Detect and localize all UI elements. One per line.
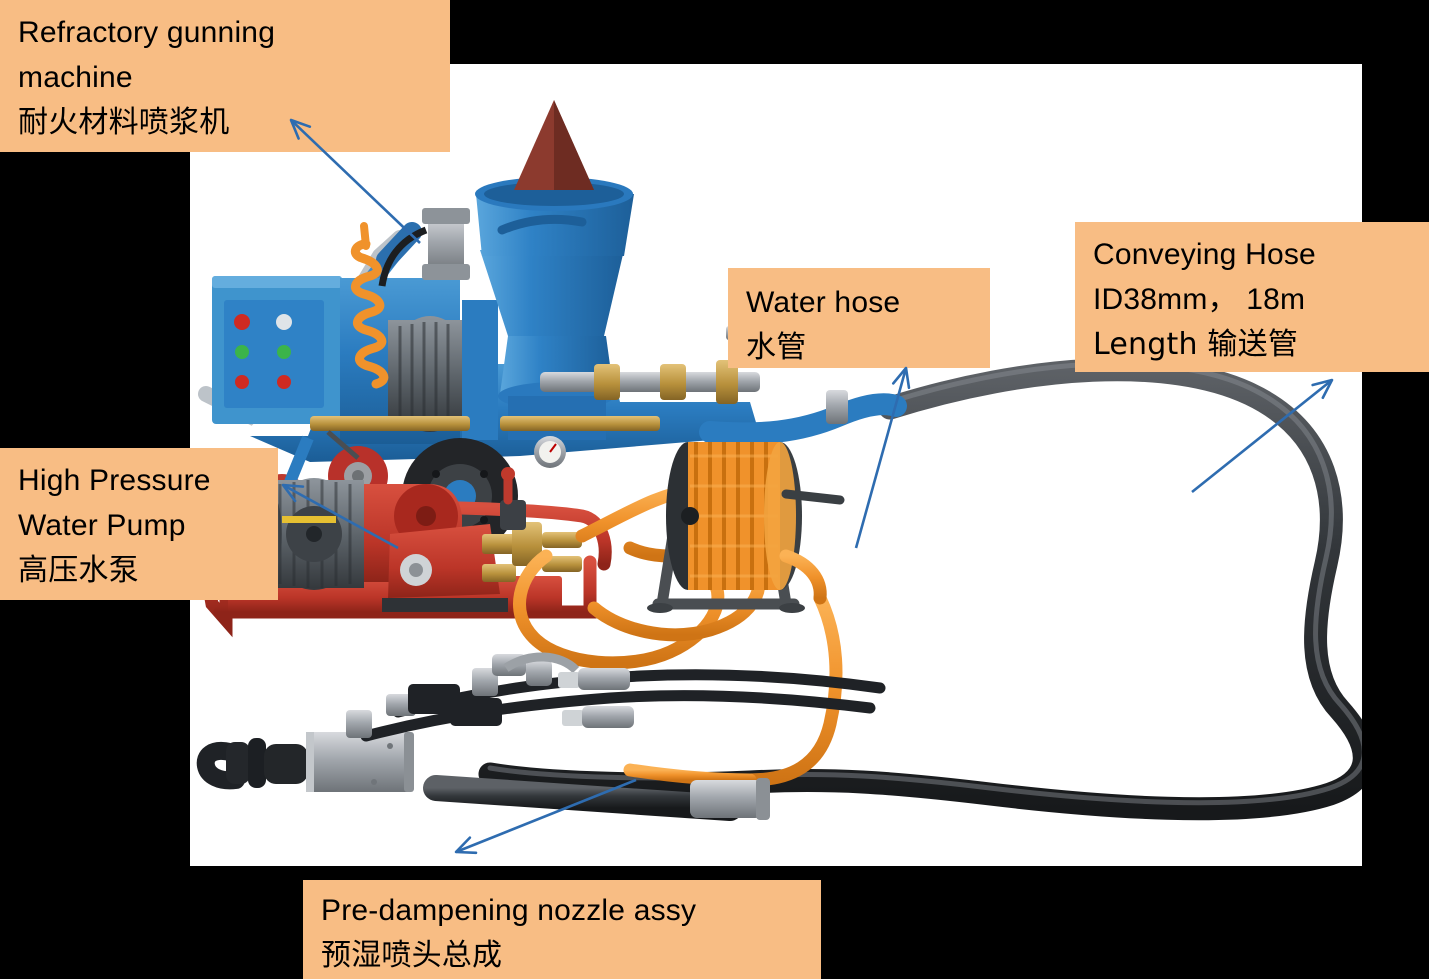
callout-line: machine — [18, 61, 133, 94]
hose-reel-photo — [647, 442, 845, 613]
equipment-illustration — [196, 100, 1362, 821]
callout-line-cn: 预湿喷头总成 — [321, 938, 503, 973]
callout-line-cn: 高压水泵 — [18, 553, 139, 588]
pre-dampening-nozzle-photo — [196, 652, 886, 821]
equipment-photo — [190, 64, 1362, 866]
callout-line: Water Pump — [18, 509, 186, 542]
callout-line: Water hose — [746, 286, 901, 319]
callout-line: Conveying Hose — [1093, 238, 1316, 271]
callout-line: ID38mm， 18m — [1093, 283, 1306, 316]
callout-line-cn: Length 输送管 — [1093, 327, 1299, 362]
callout-water-hose: Water hose 水管 — [728, 268, 990, 368]
callout-line-cn: 耐火材料喷浆机 — [18, 105, 230, 140]
callout-line: Pre-dampening nozzle assy — [321, 894, 697, 927]
callout-refractory-gunning-machine: Refractory gunning machine 耐火材料喷浆机 — [0, 0, 450, 152]
callout-line-cn: 水管 — [746, 330, 807, 365]
callout-high-pressure-water-pump: High Pressure Water Pump 高压水泵 — [0, 448, 278, 600]
callout-line: Refractory gunning — [18, 16, 276, 49]
callout-conveying-hose: Conveying Hose ID38mm， 18m Length 输送管 — [1075, 222, 1429, 372]
callout-line: High Pressure — [18, 464, 211, 497]
callout-pre-dampening-nozzle-assy: Pre-dampening nozzle assy 预湿喷头总成 — [303, 880, 821, 979]
gunning-machine-photo — [198, 100, 907, 554]
